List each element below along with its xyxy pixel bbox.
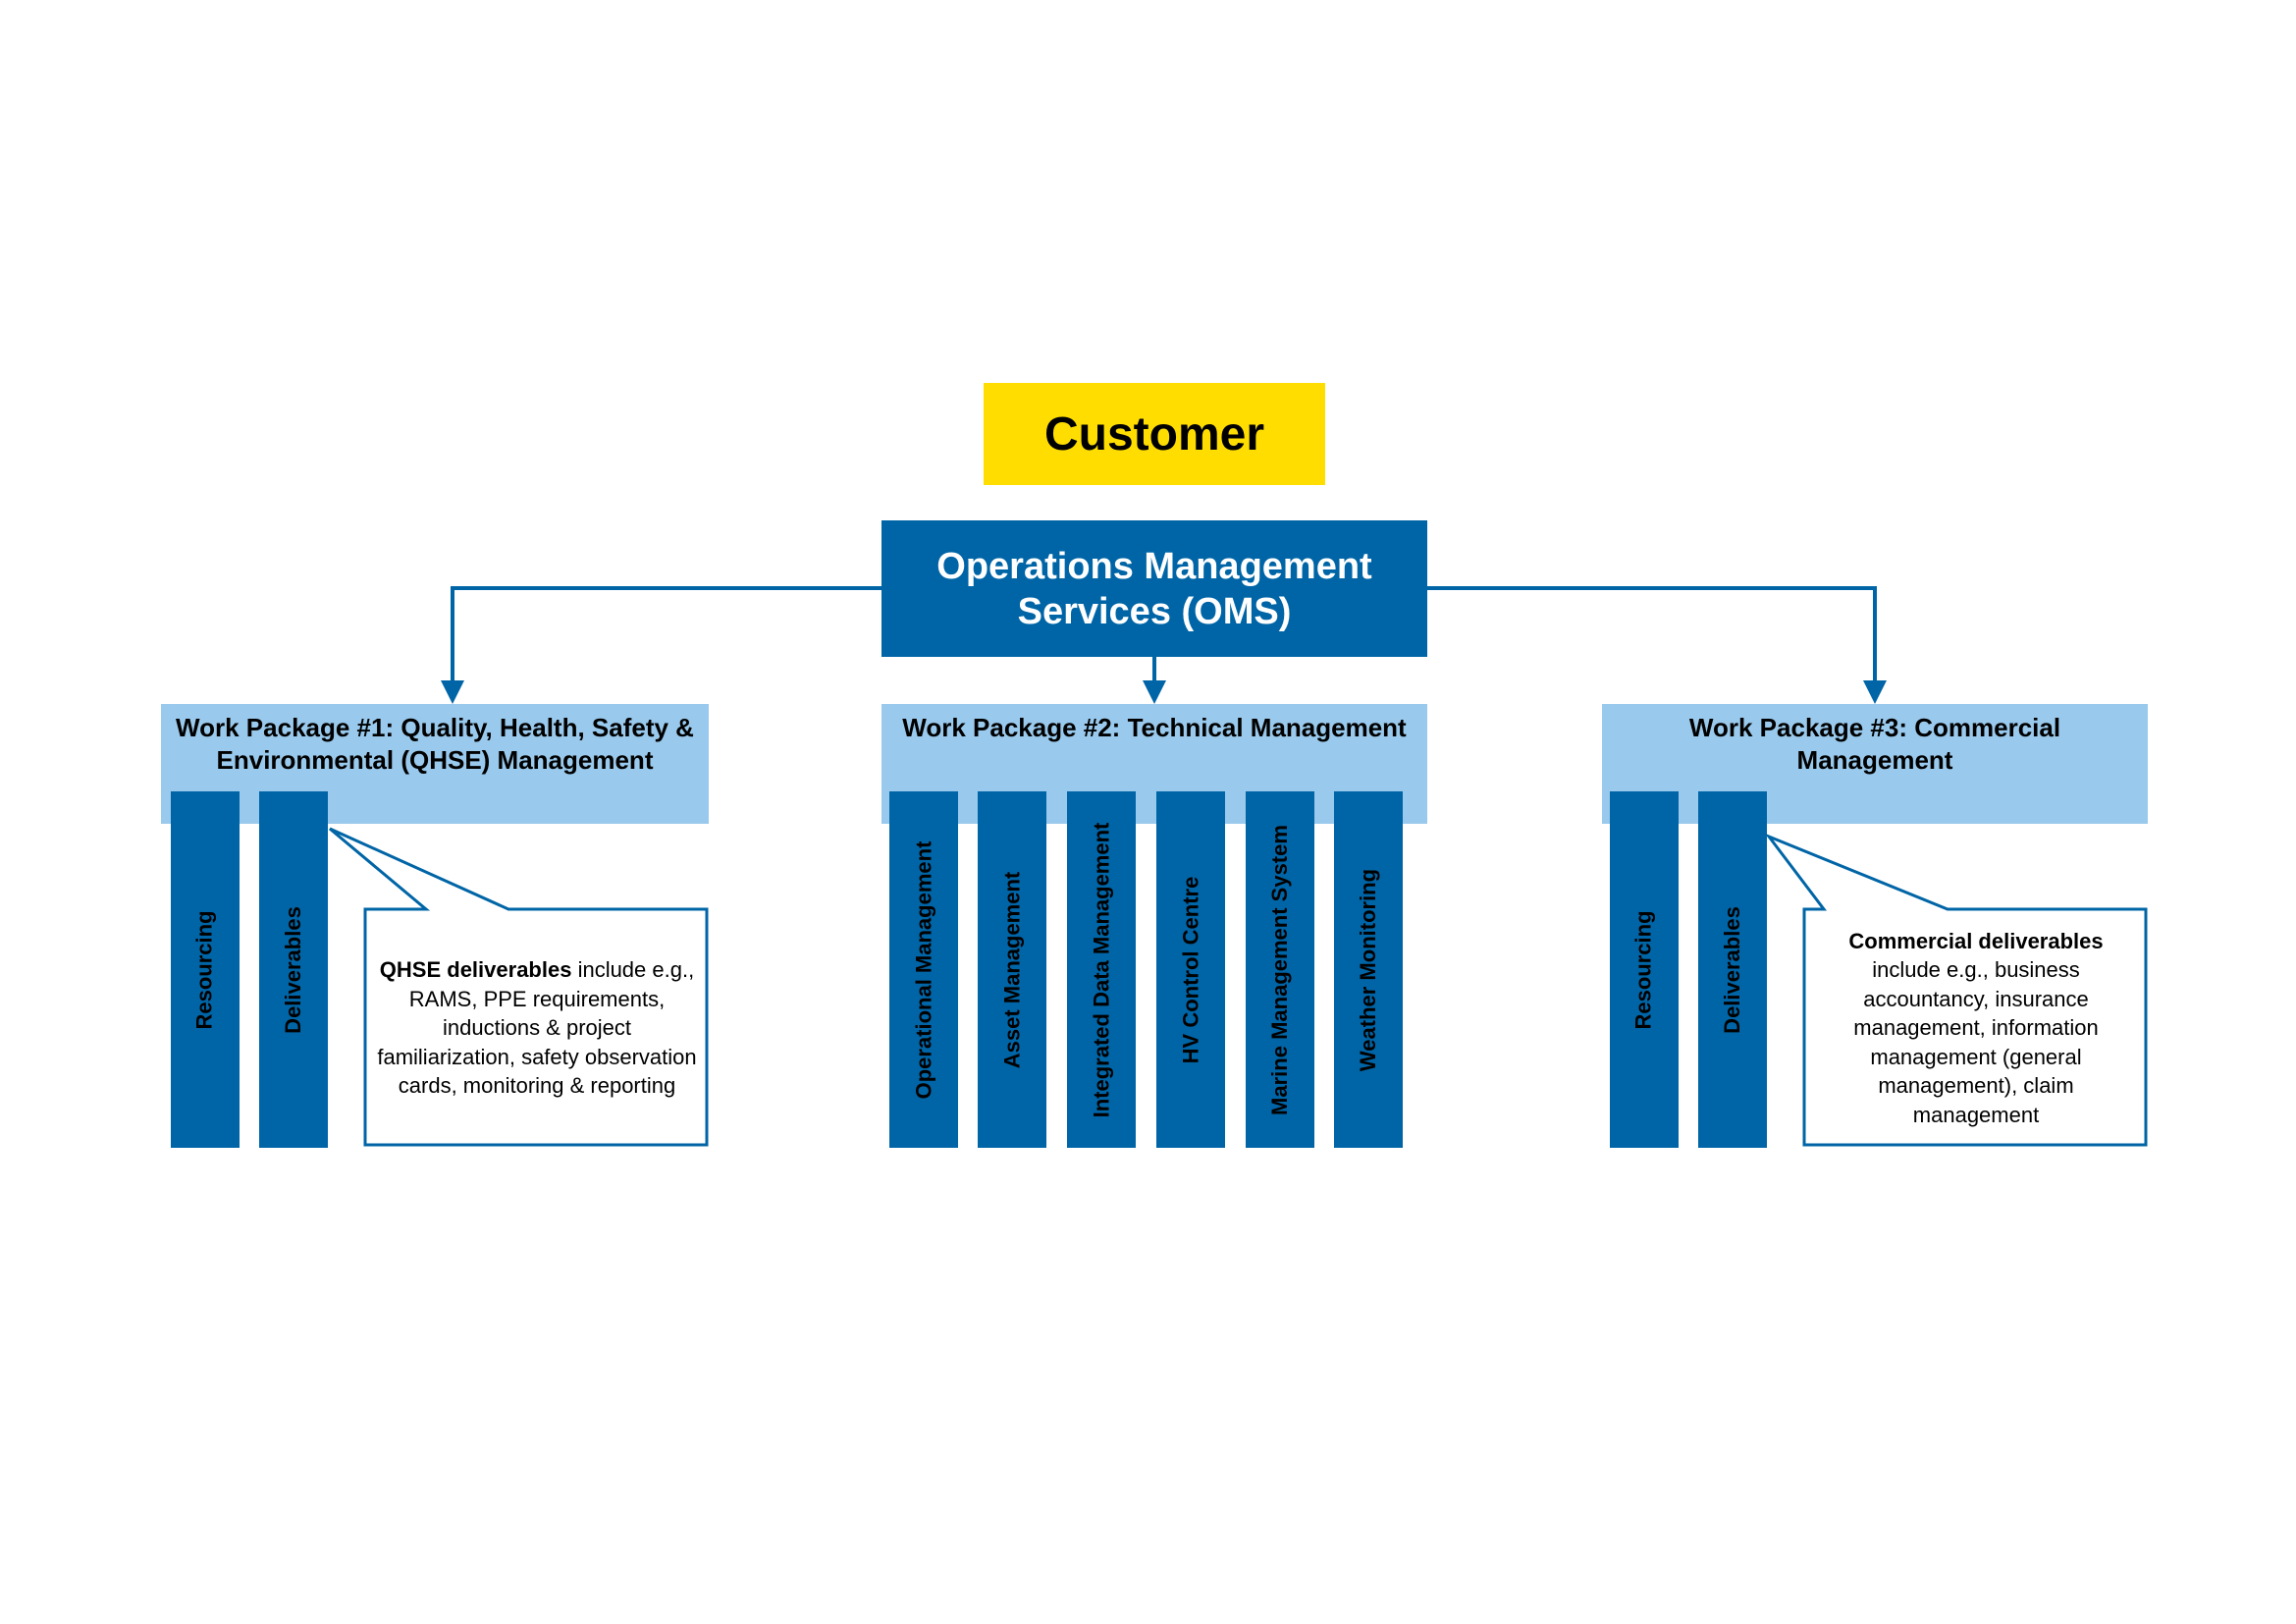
wp2-pillar-label: Marine Management System <box>1267 824 1292 1115</box>
callout-wp1-rest: include e.g., RAMS, PPE requirements, in… <box>377 957 697 1099</box>
callout-wp3-rest: include e.g., business accountancy, insu… <box>1853 957 2099 1127</box>
wp1-pillar-resourcing-label: Resourcing <box>192 909 217 1030</box>
connector-oms-to-wp1 <box>451 586 881 687</box>
wp1-pillar-resourcing: Resourcing <box>171 791 240 1148</box>
wp2-pillar-label: Integrated Data Management <box>1089 822 1114 1117</box>
wp2-pillar-label: Operational Management <box>911 840 935 1099</box>
callout-wp1-text: QHSE deliverables include e.g., RAMS, PP… <box>367 911 707 1145</box>
wp2-pillar-label: Asset Management <box>999 871 1025 1068</box>
wp3-pillar-deliverables: Deliverables <box>1698 791 1767 1148</box>
callout-wp3-text: Commercial deliverables include e.g., bu… <box>1806 911 2146 1145</box>
wp2-pillar-label: HV Control Centre <box>1178 876 1202 1063</box>
wp1-pillar-deliverables: Deliverables <box>259 791 328 1148</box>
oms-title-line1: Operations Management <box>936 545 1372 587</box>
wp2-pillar-label: Weather Monitoring <box>1356 868 1380 1071</box>
work-package-3-header: Work Package #3: Commercial Management <box>1602 704 2148 824</box>
wp2-pillar-weather-monitoring: Weather Monitoring <box>1334 791 1403 1148</box>
callout-wp3-bold: Commercial deliverables <box>1848 928 2104 953</box>
wp2-pillar-integrated-data-management: Integrated Data Management <box>1067 791 1136 1148</box>
customer-label: Customer <box>1043 407 1265 460</box>
wp3-pillar-resourcing: Resourcing <box>1610 791 1679 1148</box>
wp1-pillar-deliverables-label: Deliverables <box>281 905 306 1034</box>
oms-title-line2: Services (OMS) <box>1017 590 1292 632</box>
arrowhead-wp3 <box>1863 680 1887 704</box>
arrowhead-wp1 <box>441 680 464 704</box>
arrowhead-wp2 <box>1143 680 1166 704</box>
wp3-pillar-deliverables-label: Deliverables <box>1720 905 1745 1034</box>
customer-box: Customer <box>984 383 1325 485</box>
work-package-3-title: Work Package #3: Commercial Management <box>1688 713 2061 775</box>
connector-oms-to-wp3 <box>1427 586 1877 687</box>
wp2-pillar-asset-management: Asset Management <box>978 791 1046 1148</box>
wp3-pillar-resourcing-label: Resourcing <box>1631 909 1656 1030</box>
work-package-1-header: Work Package #1: Quality, Health, Safety… <box>161 704 709 824</box>
work-package-1-title: Work Package #1: Quality, Health, Safety… <box>176 713 694 775</box>
oms-box: Operations Management Services (OMS) <box>881 520 1427 657</box>
wp2-pillar-hv-control-centre: HV Control Centre <box>1156 791 1225 1148</box>
work-package-2-title: Work Package #2: Technical Management <box>902 713 1407 742</box>
wp2-pillar-operational-management: Operational Management <box>889 791 958 1148</box>
callout-wp1-bold: QHSE deliverables <box>379 957 572 983</box>
wp2-pillar-marine-management-system: Marine Management System <box>1246 791 1314 1148</box>
